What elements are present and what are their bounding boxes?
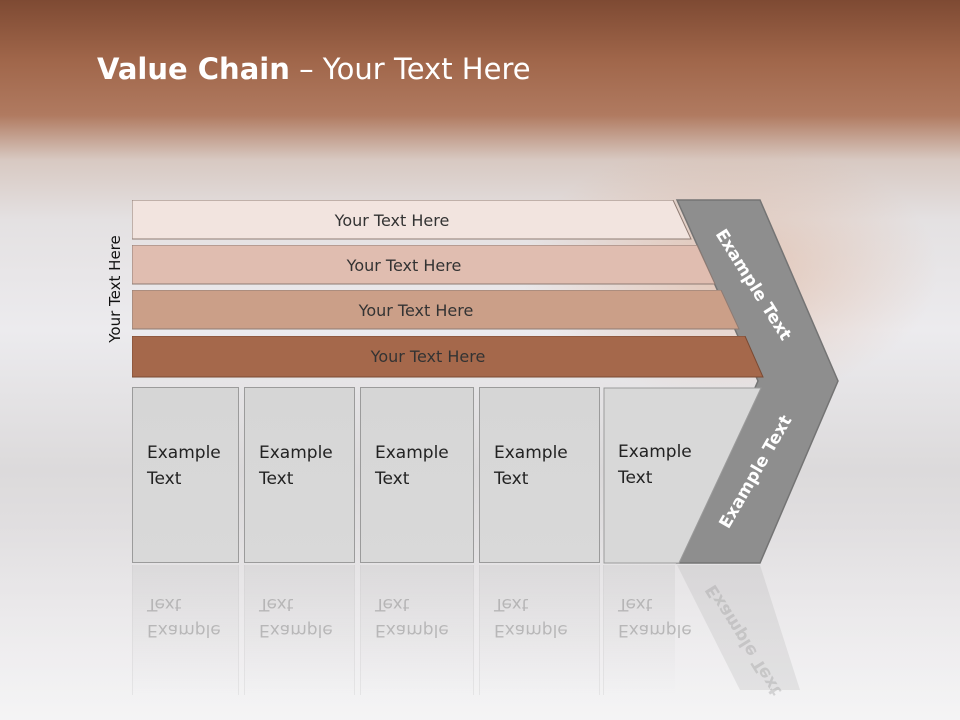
bar-3[interactable]: Your Text Here — [132, 290, 740, 330]
box-2-reflection-line2: Text — [259, 594, 294, 614]
slide-title[interactable]: Value Chain – Your Text Here — [97, 52, 531, 86]
box-5-reflection-line2: Text — [618, 594, 653, 614]
box-5-line1: Example — [618, 442, 692, 462]
bar-2[interactable]: Your Text Here — [132, 245, 716, 285]
box-4-reflection-text: Example Text — [494, 591, 568, 643]
box-1-reflection: Example Text — [132, 565, 239, 695]
box-3-line1: Example — [375, 443, 449, 463]
box-2-reflection-line1: Example — [259, 620, 333, 640]
box-2-reflection-text: Example Text — [259, 591, 333, 643]
bar-1[interactable]: Your Text Here — [132, 200, 692, 240]
box-3-reflection-text: Example Text — [375, 591, 449, 643]
box-5-reflection: Example Text — [603, 565, 692, 695]
box-1-reflection-line1: Example — [147, 620, 221, 640]
box-5-reflection-text: Example Text — [618, 591, 692, 643]
box-1-line2: Text — [147, 469, 182, 489]
box-5-shape — [603, 387, 762, 564]
box-3-reflection-line1: Example — [375, 620, 449, 640]
slide-title-rest: – Your Text Here — [289, 52, 531, 86]
box-5-line2: Text — [618, 468, 653, 488]
bar-2-shape — [132, 245, 716, 285]
box-1-line1: Example — [147, 443, 221, 463]
box-2-line2: Text — [259, 469, 294, 489]
bar-4-label: Your Text Here — [370, 346, 486, 366]
bar-1-label: Your Text Here — [334, 210, 450, 230]
bar-1-shape — [132, 200, 692, 240]
box-2-reflection: Example Text — [244, 565, 355, 695]
box-1-reflection-line2: Text — [147, 594, 182, 614]
box-4-line1: Example — [494, 443, 568, 463]
bar-3-label: Your Text Here — [358, 300, 474, 320]
box-4-line2: Text — [494, 469, 529, 489]
bar-4[interactable]: Your Text Here — [132, 336, 764, 378]
bar-3-shape — [132, 290, 740, 330]
bar-2-label: Your Text Here — [346, 255, 462, 275]
box-3-reflection-line2: Text — [375, 594, 410, 614]
box-4-reflection-line2: Text — [494, 594, 529, 614]
box-5-reflection-line1: Example — [618, 620, 692, 640]
box-4-reflection: Example Text — [479, 565, 600, 695]
box-4-reflection-line1: Example — [494, 620, 568, 640]
bar-4-shape — [132, 336, 764, 378]
box-1-reflection-text: Example Text — [147, 591, 221, 643]
box-3-line2: Text — [375, 469, 410, 489]
box-2-line1: Example — [259, 443, 333, 463]
slide-title-bold: Value Chain — [97, 52, 290, 86]
box-3-reflection: Example Text — [360, 565, 474, 695]
